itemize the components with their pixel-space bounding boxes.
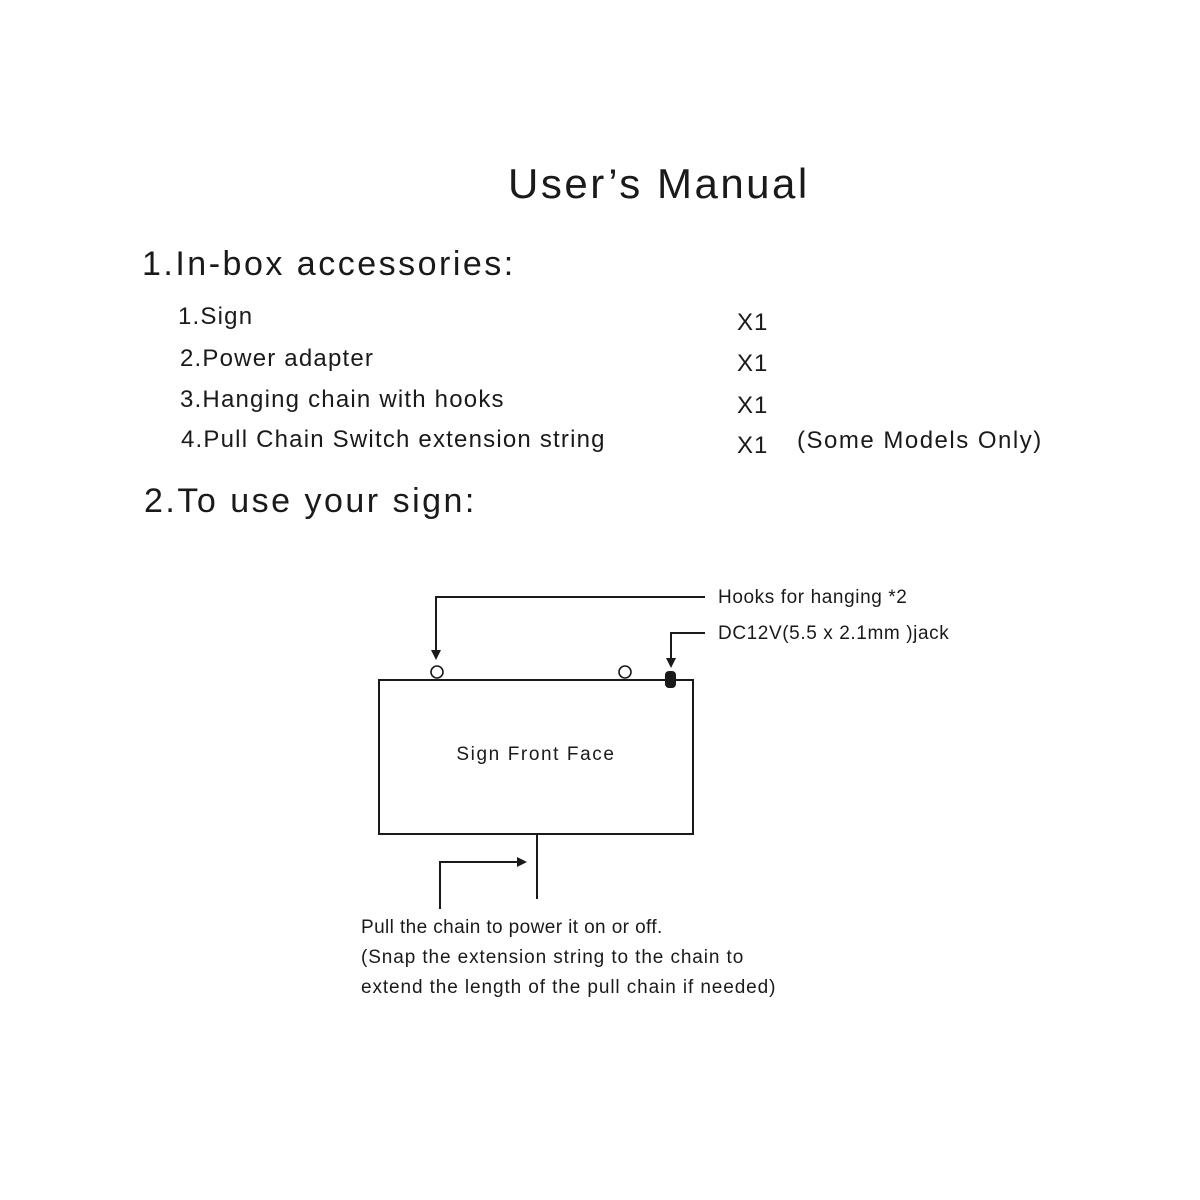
accessory-item-label: 2.Power adapter xyxy=(180,345,375,372)
accessory-item-label: 1.Sign xyxy=(178,303,254,330)
accessory-item-label: 4.Pull Chain Switch extension string xyxy=(181,426,606,453)
sign-front-face-label: Sign Front Face xyxy=(456,744,616,765)
caption-line: extend the length of the pull chain if n… xyxy=(361,977,777,998)
accessory-item-qty: X1 xyxy=(737,432,769,459)
hook-left-icon xyxy=(430,665,444,679)
hooks-label: Hooks for hanging *2 xyxy=(718,587,908,608)
caption-line: (Snap the extension string to the chain … xyxy=(361,947,745,968)
section-heading-accessories: 1.In-box accessories: xyxy=(142,245,516,283)
jack-callout-arrow xyxy=(666,632,705,668)
accessory-item-label: 3.Hanging chain with hooks xyxy=(180,386,505,413)
pull-chain-callout-arrow xyxy=(439,857,527,909)
jack-label: DC12V(5.5 x 2.1mm )jack xyxy=(718,623,950,644)
accessory-item-note: (Some Models Only) xyxy=(797,427,1043,454)
hook-right-icon xyxy=(618,665,632,679)
page-title: User’s Manual xyxy=(508,160,810,207)
accessory-item-qty: X1 xyxy=(737,309,769,336)
hooks-callout-arrow xyxy=(431,596,705,660)
section-heading-usage: 2.To use your sign: xyxy=(144,482,477,520)
accessory-item-qty: X1 xyxy=(737,350,769,377)
pull-chain-caption: Pull the chain to power it on or off. (S… xyxy=(361,913,776,1003)
accessory-item-qty: X1 xyxy=(737,392,769,419)
sign-front-face: Sign Front Face xyxy=(378,679,694,835)
caption-line: Pull the chain to power it on or off. xyxy=(361,917,663,938)
